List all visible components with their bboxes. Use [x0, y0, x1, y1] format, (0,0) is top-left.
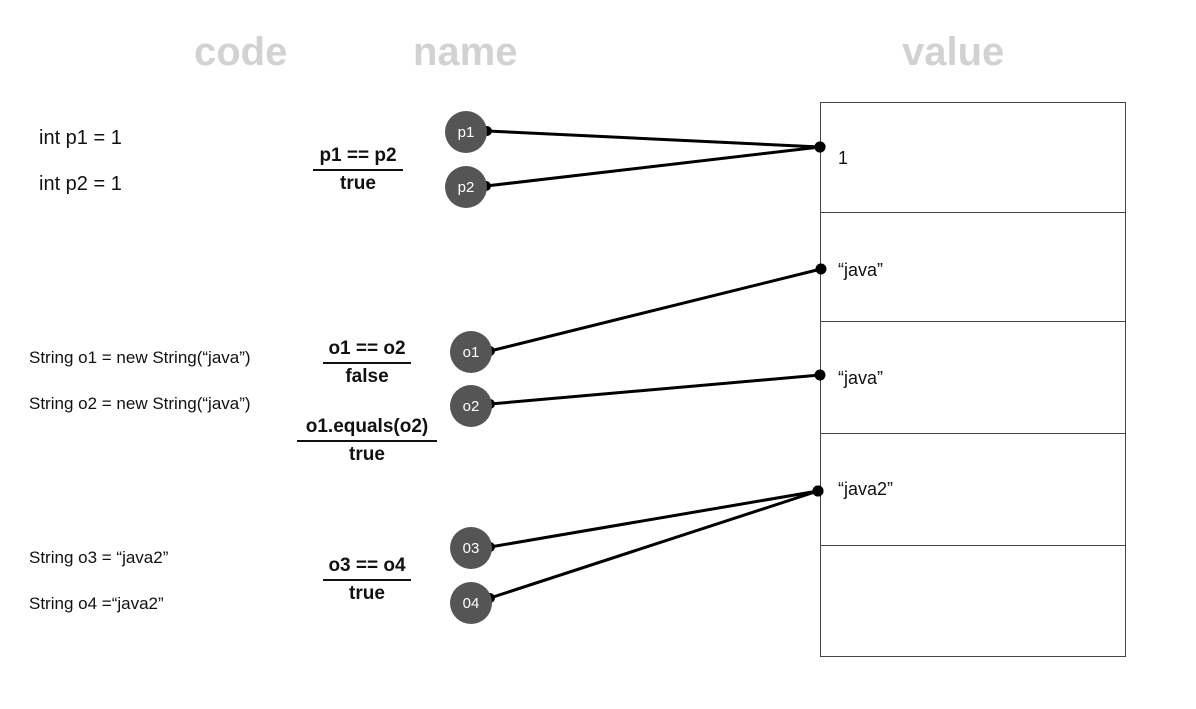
comparison-result: true — [349, 444, 385, 465]
comparison-result: true — [340, 173, 376, 194]
code-line-o4: String o4 =“java2” — [29, 594, 164, 613]
variable-node-o1: o1 — [450, 331, 492, 373]
comparison-expression: o1.equals(o2) — [297, 416, 437, 442]
variable-node-o3: 03 — [450, 527, 492, 569]
value-cell: “java” — [821, 213, 1125, 322]
variable-node-p2: p2 — [445, 166, 487, 208]
variable-node-o4: 04 — [450, 582, 492, 624]
code-line-o2: String o2 = new String(“java”) — [29, 394, 251, 413]
comparison-expression: o3 == o4 — [323, 555, 411, 581]
reference-line-o1 — [489, 267, 822, 353]
variable-node-p1: p1 — [445, 111, 487, 153]
comparison-o3-o4: o3 == o4 true — [323, 555, 411, 605]
reference-line-p2 — [485, 145, 821, 188]
code-column-header: code — [194, 30, 288, 74]
value-column-header: value — [902, 30, 1005, 74]
comparison-o1-o2: o1 == o2 false — [323, 338, 411, 388]
comparison-expression: p1 == p2 — [313, 145, 403, 171]
value-cell: “java2” — [821, 434, 1125, 546]
value-cell — [821, 546, 1125, 658]
comparison-result: true — [349, 583, 385, 604]
comparison-o1-equals-o2: o1.equals(o2) true — [297, 416, 437, 466]
reference-line-p1 — [486, 129, 821, 149]
code-line-p2: int p2 = 1 — [39, 173, 122, 195]
code-line-o3: String o3 = “java2” — [29, 548, 169, 567]
value-cell: “java” — [821, 322, 1125, 434]
value-cell-text: “java” — [838, 368, 884, 388]
reference-line-o2 — [489, 373, 821, 406]
comparison-result: false — [345, 366, 389, 387]
comparison-expression: o1 == o2 — [323, 338, 411, 364]
value-cell: 1 — [821, 103, 1125, 213]
code-line-p1: int p1 = 1 — [39, 127, 122, 149]
comparison-p1-p2: p1 == p2 true — [313, 145, 403, 195]
reference-line-o3 — [489, 489, 819, 549]
value-cell-text: “java2” — [838, 479, 894, 499]
code-line-o1: String o1 = new String(“java”) — [29, 348, 251, 367]
name-column-header: name — [413, 30, 518, 74]
variable-node-o2: o2 — [450, 385, 492, 427]
value-table: 1 “java” “java” “java2” — [820, 102, 1126, 657]
reference-line-o4 — [489, 489, 819, 600]
value-cell-text: 1 — [838, 148, 849, 168]
value-cell-text: “java” — [838, 260, 884, 280]
